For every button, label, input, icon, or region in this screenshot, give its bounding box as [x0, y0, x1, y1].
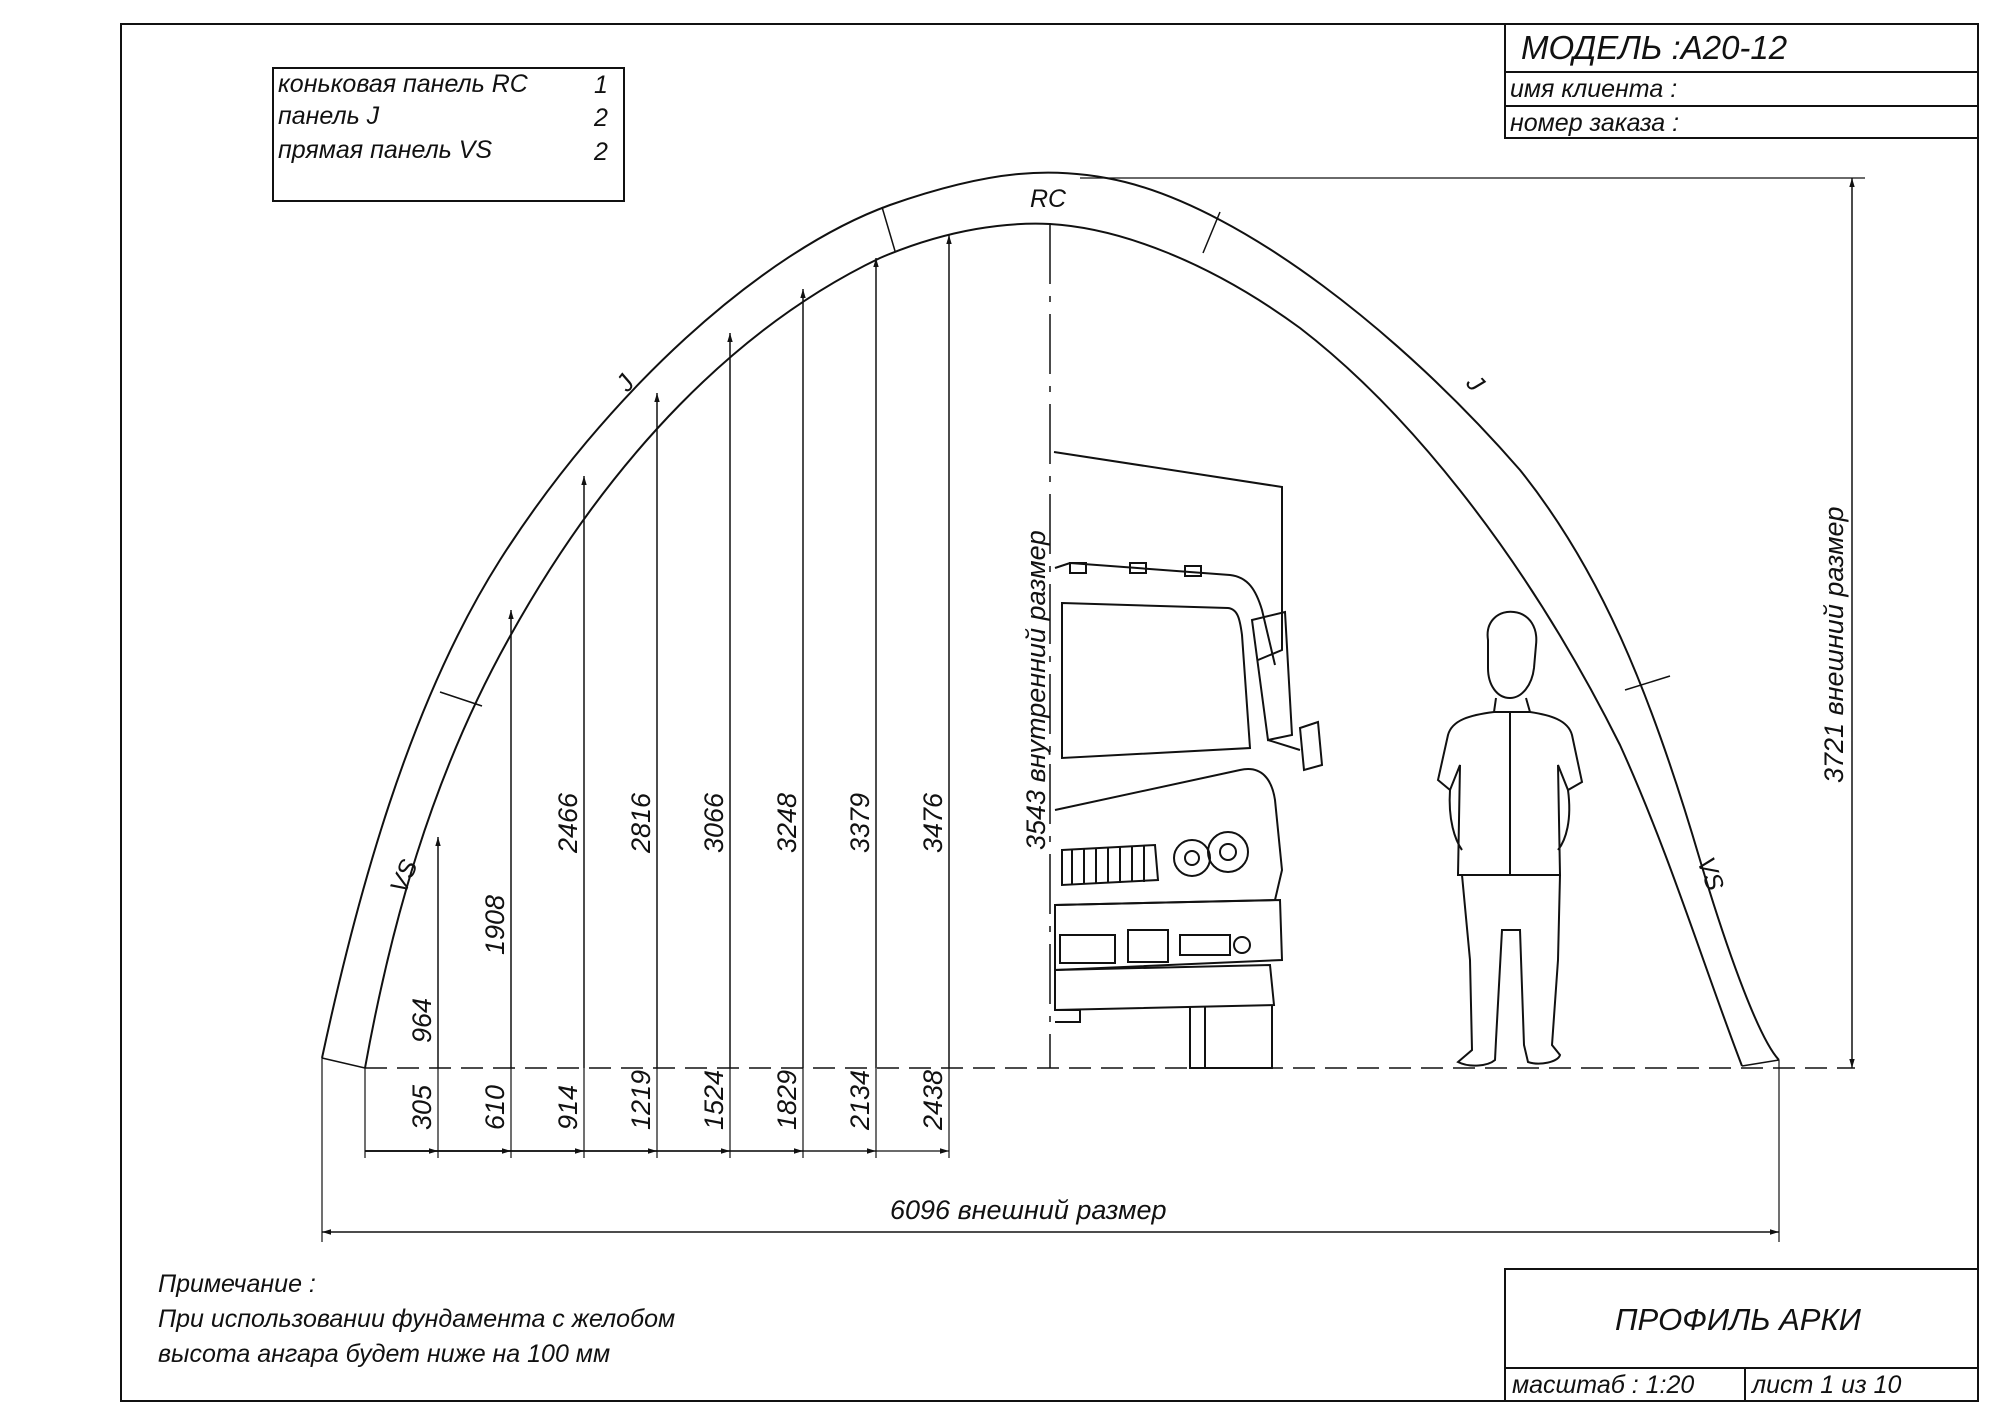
height-label-3066: 3066 [699, 792, 729, 853]
drawing-title: ПРОФИЛЬ АРКИ [1615, 1302, 1862, 1337]
height-label-3379: 3379 [845, 793, 875, 853]
panel-label-vs-left: VS [385, 855, 424, 897]
height-label-2466: 2466 [553, 792, 583, 854]
person-illustration [1436, 610, 1584, 1067]
part-name-vs: прямая панель VS [278, 136, 492, 164]
part-qty-j: 2 [593, 104, 608, 132]
part-name-j: панель J [278, 102, 380, 130]
height-label-1908: 1908 [480, 895, 510, 955]
height-dimensions: 964 1908 2466 2816 3066 3248 3379 3476 [407, 235, 952, 1068]
height-label-3476: 3476 [918, 792, 948, 853]
panel-label-vs-right: VS [1691, 853, 1729, 894]
height-label-2816: 2816 [626, 792, 656, 854]
offset-label-2134: 2134 [845, 1070, 875, 1131]
offset-label-1524: 1524 [699, 1070, 729, 1130]
panel-label-j-left: J [610, 369, 641, 397]
height-label-964: 964 [407, 998, 437, 1043]
offset-label-305: 305 [407, 1084, 437, 1130]
note-heading: Примечание : [158, 1270, 316, 1298]
note-line-1: При использовании фундамента с желобом [158, 1305, 675, 1333]
sheet-label: лист 1 из 10 [1750, 1371, 1901, 1399]
part-qty-rc: 1 [594, 71, 608, 99]
scale-label: масштаб : 1:20 [1512, 1371, 1694, 1399]
joint-j-vs-right [1624, 675, 1671, 691]
outer-width-dimension: 6096 внешний размер [321, 1058, 1780, 1242]
title-block-top: МОДЕЛЬ :А20-12 имя клиента : номер заказ… [1504, 24, 1978, 139]
truck-illustration [1053, 451, 1324, 1069]
offset-label-1219: 1219 [626, 1070, 656, 1130]
order-label: номер заказа : [1510, 109, 1679, 137]
title-block-bottom: ПРОФИЛЬ АРКИ масштаб : 1:20 лист 1 из 10 [1504, 1268, 1978, 1401]
client-label: имя клиента : [1510, 75, 1677, 103]
joint-j-rc-left [881, 206, 896, 252]
part-qty-vs: 2 [593, 138, 608, 166]
part-name-rc: коньковая панель RC [278, 70, 529, 98]
outer-height-dimension: 3721 внешний размер [1080, 177, 1865, 1068]
offset-label-914: 914 [553, 1085, 583, 1130]
note-block: Примечание : При использовании фундамент… [158, 1270, 675, 1368]
outer-height-label: 3721 внешний размер [1819, 506, 1849, 783]
offset-label-610: 610 [480, 1085, 510, 1130]
panel-label-j-right: J [1460, 369, 1490, 398]
joint-vs-j-left [439, 691, 483, 707]
inner-height-label: 3543 внутренний размер [1021, 530, 1051, 850]
parts-list: коньковая панель RC 1 панель J 2 прямая … [272, 67, 625, 202]
offset-label-1829: 1829 [772, 1070, 802, 1130]
outer-width-label: 6096 внешний размер [890, 1195, 1167, 1225]
drawing-frame [120, 23, 1979, 1402]
offset-label-2438: 2438 [918, 1070, 948, 1131]
height-label-3248: 3248 [772, 793, 802, 853]
note-line-2: высота ангара будет ниже на 100 мм [158, 1340, 610, 1368]
panel-label-rc: RC [1030, 185, 1067, 213]
joint-rc-j-right [1202, 211, 1221, 254]
offset-dimensions: 305 610 914 1219 1524 1829 2134 2438 [364, 1068, 950, 1158]
model-label: МОДЕЛЬ :А20-12 [1521, 29, 1787, 66]
